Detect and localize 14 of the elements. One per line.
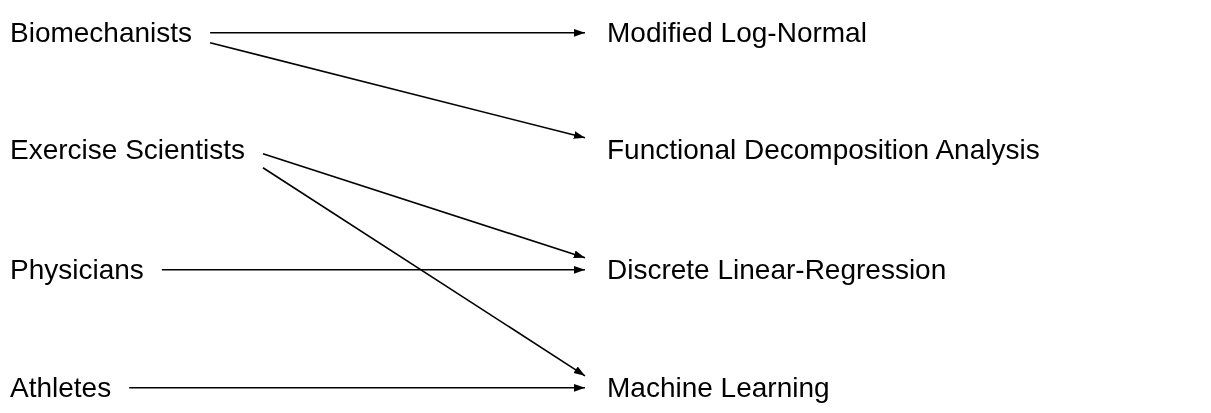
node-label: Functional Decomposition Analysis: [603, 131, 1044, 169]
node-label: Exercise Scientists: [6, 131, 249, 169]
arrow: [161, 265, 586, 274]
node-label: Machine Learning: [603, 369, 834, 407]
node-label: Biomechanists: [6, 14, 197, 52]
node-label: Physicians: [6, 251, 148, 289]
arrow: [209, 28, 586, 37]
arrow: [128, 383, 586, 392]
node-label: Athletes: [6, 369, 116, 407]
arrow: [262, 167, 586, 377]
node-label: Discrete Linear-Regression: [603, 251, 951, 289]
arrow: [262, 153, 586, 259]
arrow: [209, 42, 586, 139]
node-label: Modified Log-Normal: [603, 14, 871, 52]
